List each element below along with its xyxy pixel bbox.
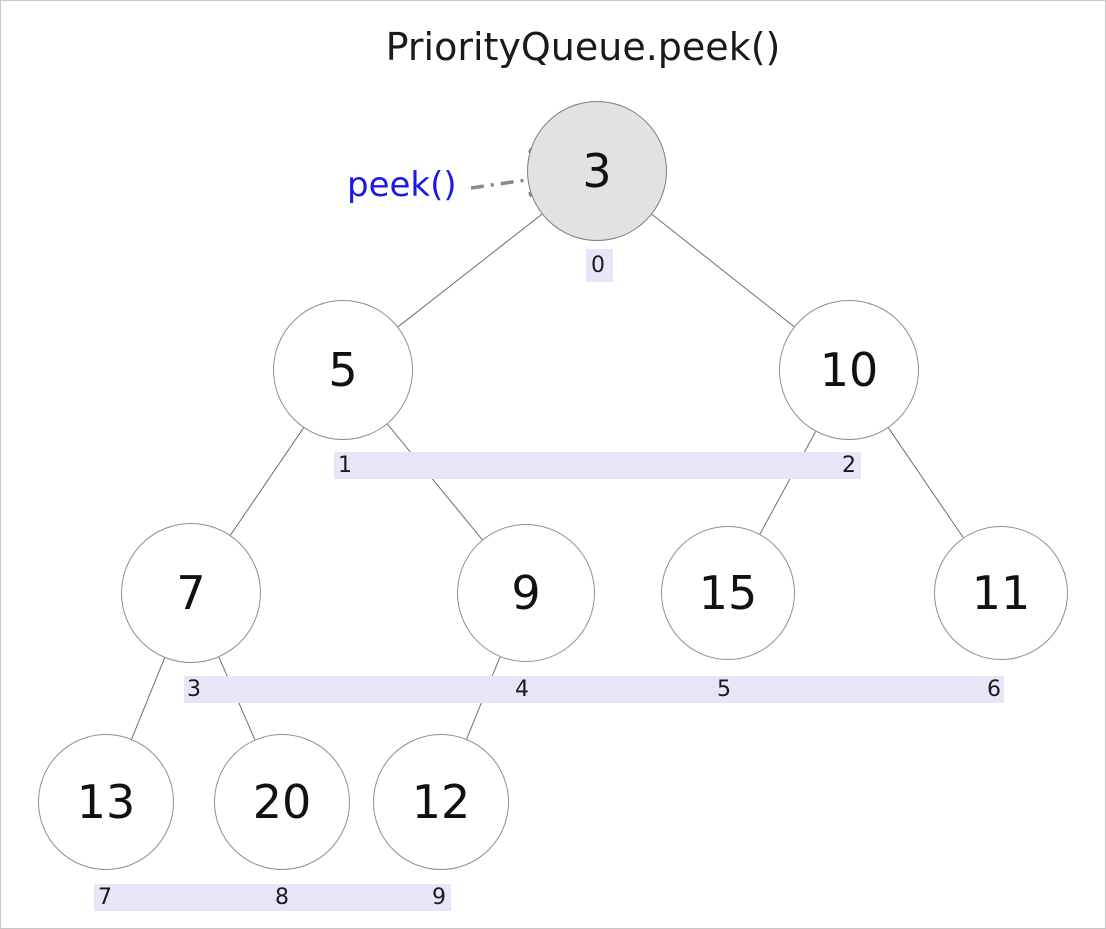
index-label-0: 0 — [591, 253, 605, 278]
peek-call-label: peek() — [347, 165, 457, 205]
tree-edge — [230, 427, 304, 536]
index-label-8: 8 — [275, 885, 289, 910]
tree-edge-group — [131, 213, 964, 740]
index-band — [334, 452, 861, 479]
heap-node-20: 20 — [214, 734, 350, 870]
heap-node-11: 11 — [934, 526, 1068, 660]
heap-node-12: 12 — [373, 734, 509, 870]
heap-node-15: 15 — [661, 526, 795, 660]
node-value: 9 — [511, 566, 541, 620]
index-band — [586, 249, 613, 282]
index-label-9: 9 — [432, 885, 446, 910]
heap-node-5: 5 — [273, 300, 413, 440]
node-value: 5 — [328, 343, 358, 397]
tree-edge — [387, 423, 483, 540]
index-band — [184, 676, 1004, 703]
node-value: 12 — [411, 775, 471, 829]
diagram-title: PriorityQueue.peek() — [385, 25, 781, 69]
heap-node-9: 9 — [457, 524, 595, 662]
tree-edge — [397, 213, 543, 328]
node-value: 3 — [582, 144, 612, 198]
heap-node-13: 13 — [38, 734, 174, 870]
heap-node-10: 10 — [779, 300, 919, 440]
index-label-1: 1 — [338, 453, 352, 478]
index-label-6: 6 — [987, 677, 1001, 702]
index-label-4: 4 — [515, 677, 529, 702]
node-value: 11 — [971, 566, 1031, 620]
node-value: 13 — [76, 775, 136, 829]
heap-node-7: 7 — [121, 523, 261, 663]
index-band — [94, 884, 451, 911]
tree-edge — [131, 657, 166, 740]
heap-node-3: 3 — [527, 101, 667, 241]
index-label-2: 2 — [842, 453, 856, 478]
tree-edge — [759, 431, 817, 535]
node-value: 7 — [176, 566, 206, 620]
tree-edge — [651, 213, 795, 328]
node-value: 10 — [819, 343, 879, 397]
index-label-3: 3 — [187, 677, 201, 702]
tree-edge — [888, 427, 964, 538]
index-label-5: 5 — [717, 677, 731, 702]
node-value: 20 — [252, 775, 312, 829]
index-label-7: 7 — [98, 885, 112, 910]
node-value: 15 — [698, 566, 758, 620]
